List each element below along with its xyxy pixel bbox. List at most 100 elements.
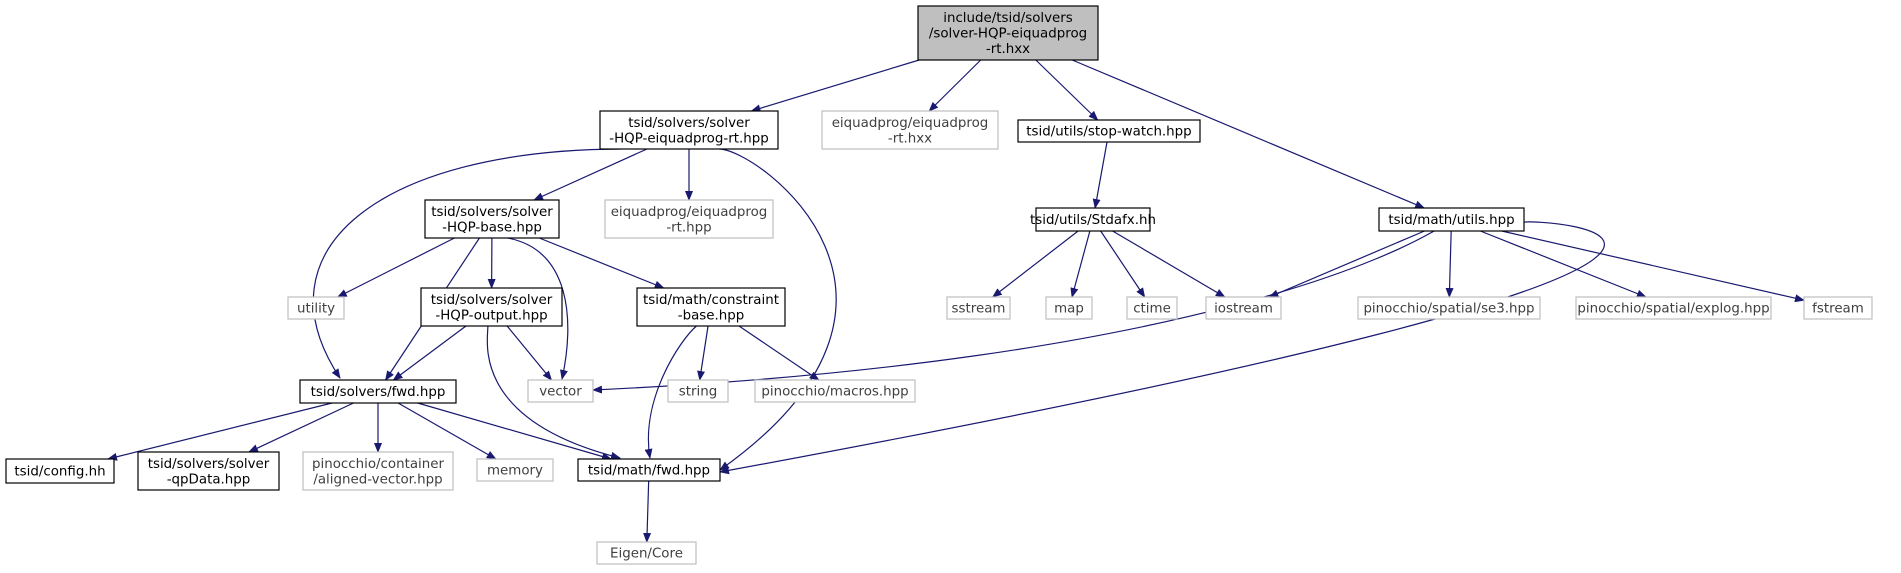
node-ctime: ctime: [1126, 296, 1178, 320]
node-hqp_base[interactable]: tsid/solvers/solver-HQP-base.hpp: [424, 199, 560, 239]
node-box: [287, 296, 345, 320]
node-label-line: -rt.hxx: [888, 131, 932, 146]
node-label-line: ctime: [1133, 302, 1171, 317]
node-map: map: [1045, 296, 1093, 320]
node-math_fwd[interactable]: tsid/math/fwd.hpp: [577, 458, 721, 482]
node-solvers_fwd[interactable]: tsid/solvers/fwd.hpp: [299, 379, 457, 404]
edge-constraint-to-macros: [738, 325, 820, 381]
nodes-layer: include/tsid/solvers/solver-HQP-eiquadpr…: [5, 5, 1873, 565]
node-label-line: tsid/solvers/solver: [628, 116, 750, 131]
node-label-line: tsid/solvers/solver: [431, 293, 553, 308]
edge-constraint-to-string: [697, 325, 709, 381]
node-label-line: /solver-HQP-eiquadprog: [929, 27, 1087, 42]
node-label-line: string: [679, 385, 717, 400]
edge-stdafx-to-map: [1070, 230, 1091, 298]
edge-constraint-to-math_fwd: [644, 325, 697, 459]
node-box: [946, 296, 1011, 320]
node-label-line: sstream: [952, 302, 1006, 317]
node-root[interactable]: include/tsid/solvers/solver-HQP-eiquadpr…: [917, 5, 1099, 61]
node-label-line: fstream: [1812, 302, 1864, 317]
node-box: [1126, 296, 1178, 320]
node-math_utils[interactable]: tsid/math/utils.hpp: [1378, 207, 1525, 232]
node-box: [577, 458, 721, 482]
edge-solvers_fwd-to-config: [107, 402, 333, 461]
edge-root-to-math_utils: [1071, 59, 1426, 209]
edge-math_utils-to-iostream: [1268, 230, 1425, 298]
node-label-line: -rt.hxx: [986, 42, 1030, 57]
node-box: [420, 287, 563, 327]
node-eigen: Eigen/Core: [596, 541, 697, 565]
node-label-line: -rt.hpp: [666, 220, 711, 235]
node-label-line: vector: [539, 385, 582, 400]
edge-rt_hpp-to-hqp_base: [533, 148, 648, 201]
node-box: [1575, 296, 1772, 320]
edge-stdafx-to-iostream: [1112, 230, 1226, 298]
node-config[interactable]: tsid/config.hh: [5, 458, 115, 484]
node-label-line: -HQP-output.hpp: [435, 308, 547, 323]
edge-hqp_output-to-vector: [506, 325, 553, 381]
node-eiq_rt_hpp: eiquadprog/eiquadprog-rt.hpp: [604, 199, 774, 239]
node-box: [299, 379, 457, 404]
node-label-line: /aligned-vector.hpp: [313, 472, 442, 487]
node-box: [754, 379, 916, 403]
node-label-line: tsid/math/constraint: [643, 293, 779, 308]
node-utility: utility: [287, 296, 345, 320]
edge-math_utils-to-math_fwd: [719, 221, 1605, 475]
node-label-line: -base.hpp: [678, 308, 745, 323]
node-label-line: tsid/math/utils.hpp: [1388, 213, 1514, 228]
node-rt_hpp[interactable]: tsid/solvers/solver-HQP-eiquadprog-rt.hp…: [599, 110, 779, 150]
node-box: [1378, 207, 1525, 232]
node-box: [636, 287, 786, 327]
edge-math_utils-to-se3: [1445, 230, 1454, 298]
node-label-line: pinocchio/spatial/explog.hpp: [1577, 302, 1769, 317]
node-eiq_rt_hxx: eiquadprog/eiquadprog-rt.hxx: [821, 110, 999, 150]
node-box: [596, 541, 697, 565]
node-label-line: -qpData.hpp: [167, 472, 251, 487]
node-label-line: -HQP-eiquadprog-rt.hpp: [609, 131, 768, 146]
node-hqp_output[interactable]: tsid/solvers/solver-HQP-output.hpp: [420, 287, 563, 327]
edge-stdafx-to-sstream: [991, 230, 1079, 298]
node-box: [667, 379, 729, 403]
edge-hqp_output-to-solvers_fwd: [392, 325, 467, 381]
edges-layer: [107, 59, 1805, 543]
node-box: [1205, 296, 1282, 320]
node-label-line: tsid/solvers/solver: [148, 457, 270, 472]
node-label-line: eiquadprog/eiquadprog: [611, 205, 768, 220]
node-label-line: iostream: [1214, 302, 1273, 317]
node-label-line: tsid/solvers/solver: [431, 205, 553, 220]
node-box: [917, 5, 1099, 61]
node-label-line: pinocchio/container: [312, 457, 444, 472]
node-box: [1045, 296, 1093, 320]
node-vector: vector: [527, 379, 594, 403]
node-macros: pinocchio/macros.hpp: [754, 379, 916, 403]
node-label-line: pinocchio/macros.hpp: [761, 385, 908, 400]
node-label-line: utility: [297, 302, 335, 317]
node-label-line: pinocchio/spatial/se3.hpp: [1363, 302, 1534, 317]
edge-stopwatch-to-stdafx: [1092, 141, 1108, 209]
node-box: [5, 458, 115, 484]
edge-solvers_fwd-to-math_fwd: [417, 402, 612, 461]
node-qpdata[interactable]: tsid/solvers/solver-qpData.hpp: [137, 451, 280, 491]
edge-root-to-rt_hpp: [750, 59, 920, 113]
edge-rt_hpp-to-solvers_fwd: [312, 148, 621, 379]
edge-math_fwd-to-eigen: [643, 480, 652, 543]
node-label-line: memory: [487, 464, 543, 479]
node-label-line: map: [1054, 302, 1084, 317]
node-label-line: tsid/utils/stop-watch.hpp: [1026, 125, 1191, 140]
node-label-line: -HQP-base.hpp: [442, 220, 542, 235]
node-iostream: iostream: [1205, 296, 1282, 320]
node-box: [476, 458, 554, 482]
node-label-line: tsid/math/fwd.hpp: [588, 464, 710, 479]
node-box: [424, 199, 560, 239]
node-box: [599, 110, 779, 150]
edge-hqp_base-to-utility: [336, 237, 455, 298]
node-box: [302, 451, 454, 491]
node-fstream: fstream: [1803, 296, 1873, 320]
node-stdafx[interactable]: tsid/utils/Stdafx.hh: [1030, 207, 1156, 232]
node-box: [1017, 119, 1201, 143]
edge-stdafx-to-ctime: [1100, 230, 1146, 298]
node-label-line: include/tsid/solvers: [943, 11, 1073, 26]
node-constraint[interactable]: tsid/math/constraint-base.hpp: [636, 287, 786, 327]
node-aligned: pinocchio/container/aligned-vector.hpp: [302, 451, 454, 491]
node-stopwatch[interactable]: tsid/utils/stop-watch.hpp: [1017, 119, 1201, 143]
